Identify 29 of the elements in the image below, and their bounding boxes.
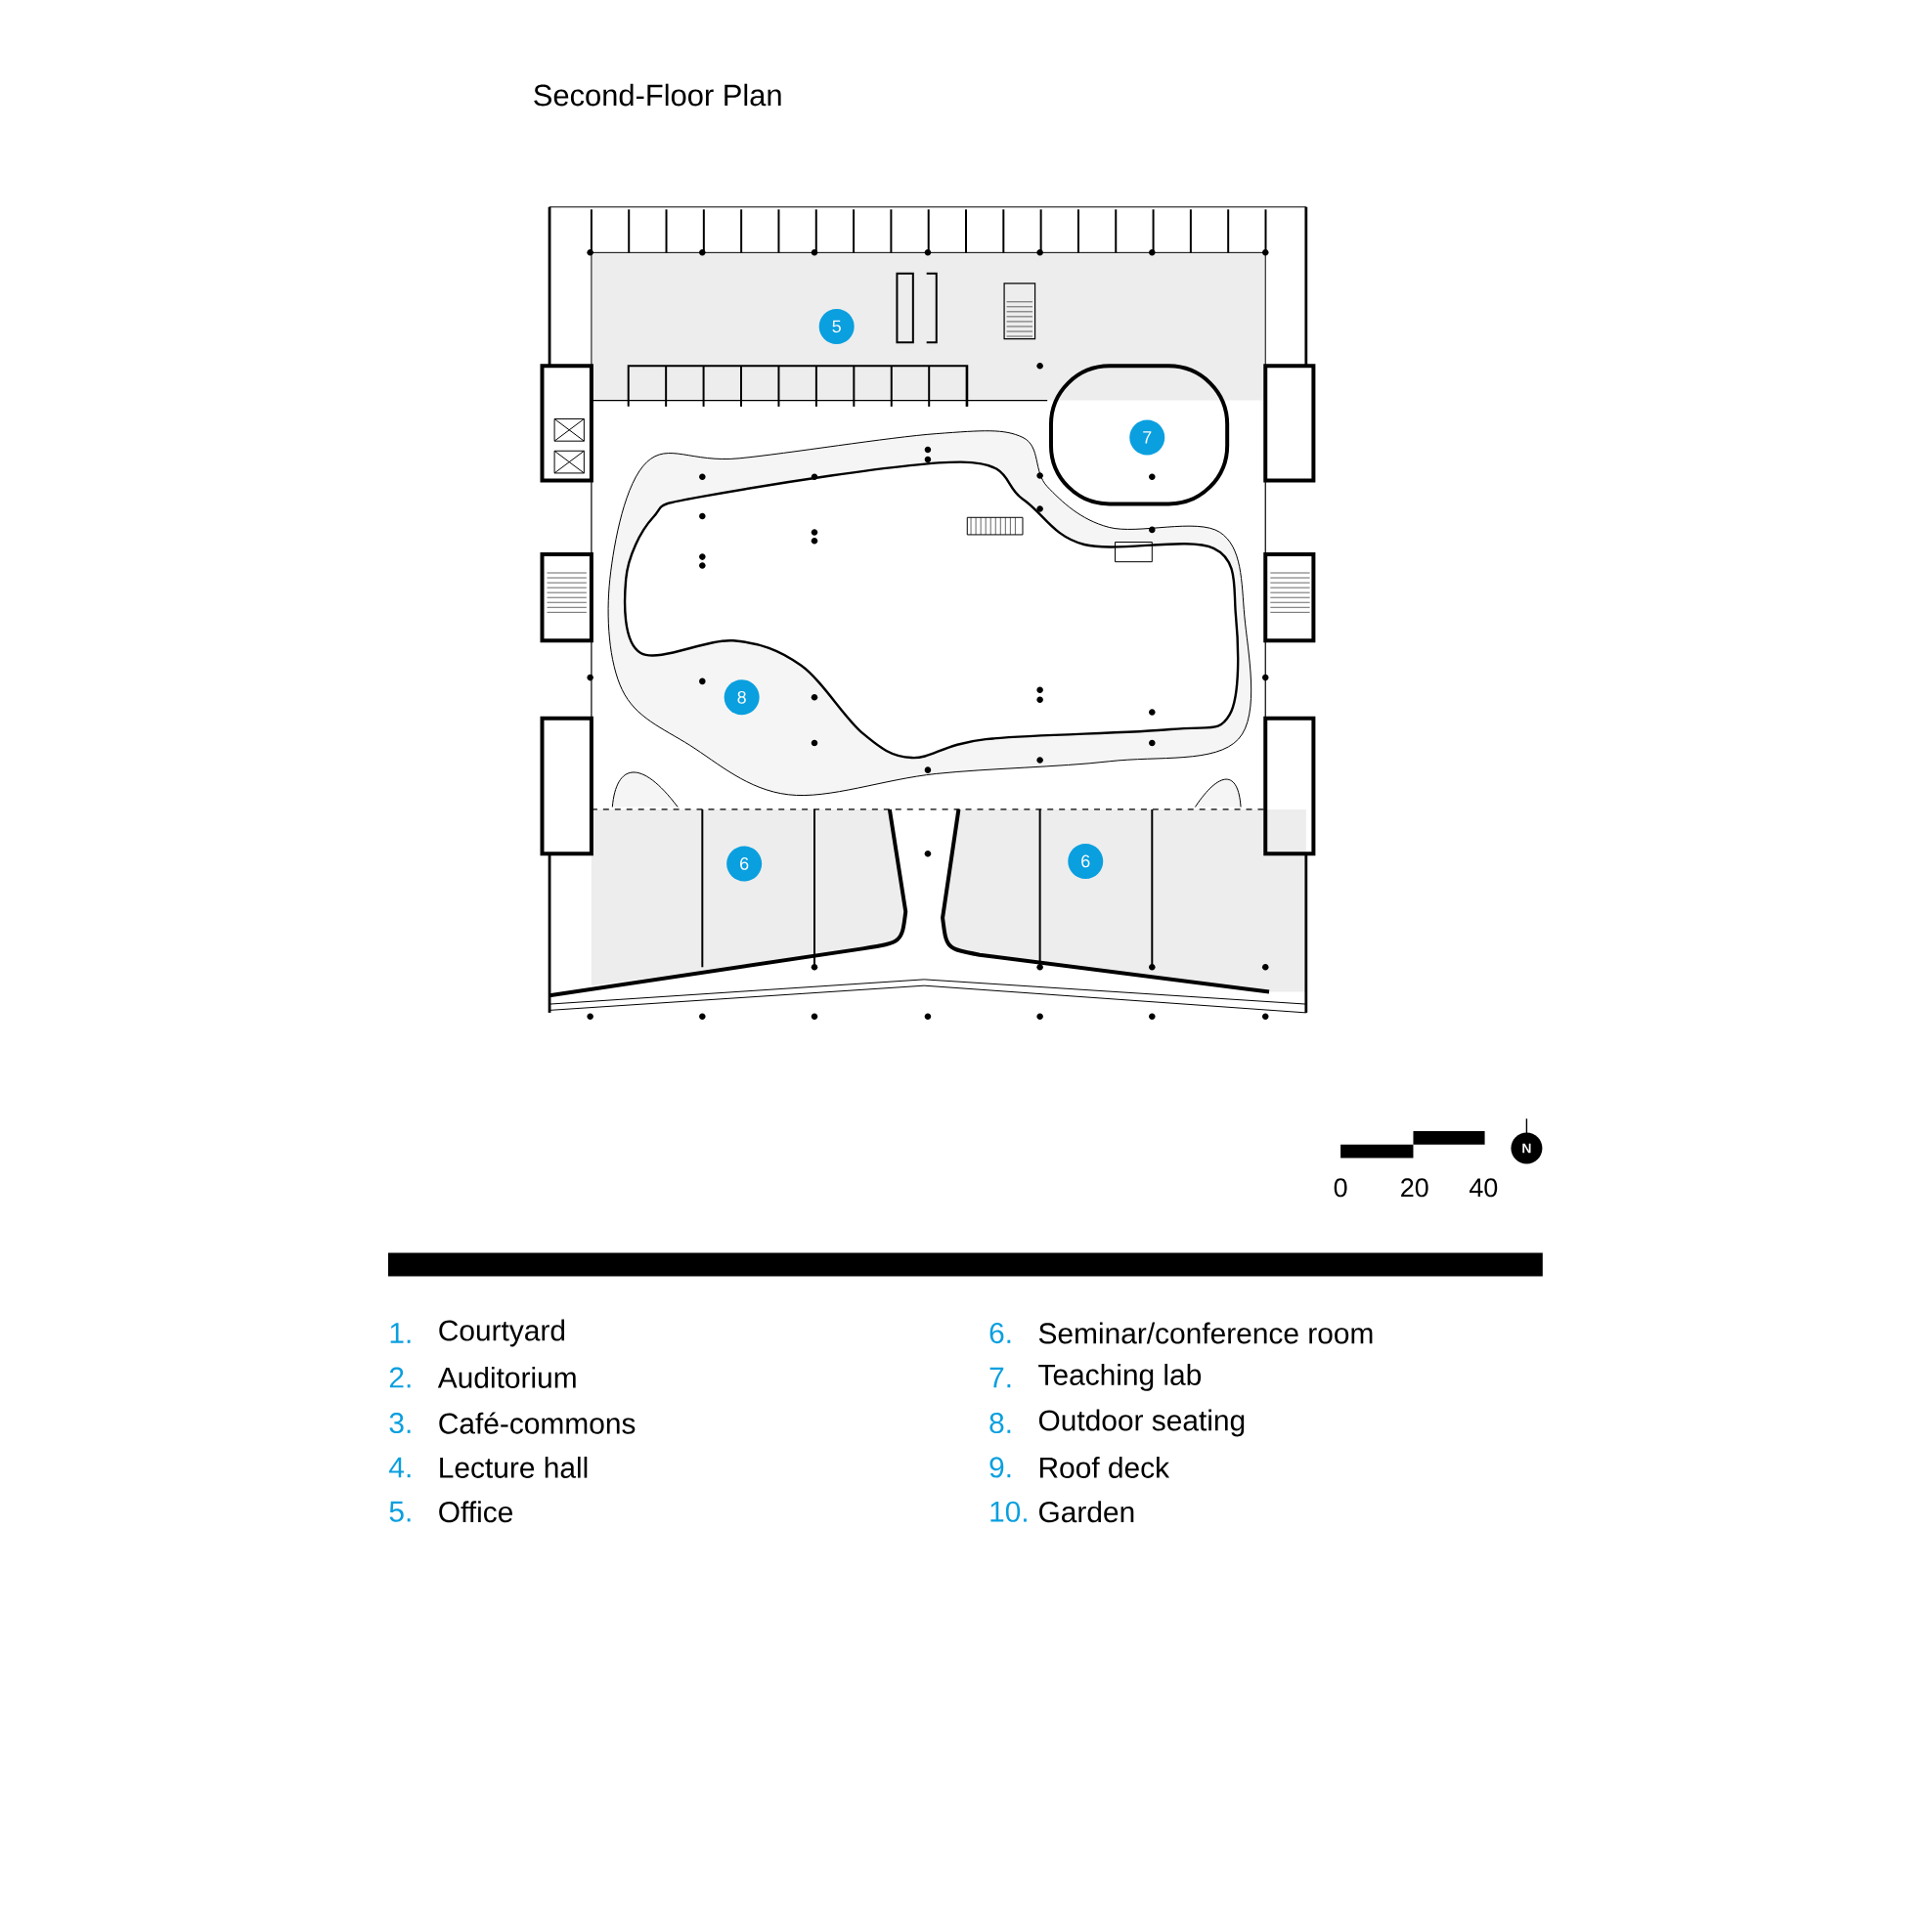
list-number: 5.	[389, 1501, 411, 1522]
list-number: 10.	[990, 1501, 1027, 1522]
list-number: 3.	[389, 1412, 411, 1434]
room-name: Auditorium	[437, 1366, 576, 1388]
list-number: 8.	[989, 1412, 1011, 1434]
list-number: 6.	[989, 1322, 1011, 1344]
room-name: Café-commons	[439, 1412, 636, 1434]
room-name: Courtyard	[439, 1319, 565, 1347]
list-number: 1.	[390, 1323, 411, 1343]
room-name: Office	[439, 1501, 512, 1523]
room-name: Seminar/conference room	[1038, 1322, 1373, 1344]
scale-label: 40	[1469, 1178, 1498, 1198]
scale-label: 0	[1334, 1178, 1347, 1198]
list-number: 4.	[389, 1457, 411, 1478]
callout-number: 5	[818, 308, 855, 344]
callout-number: 7	[1129, 419, 1165, 456]
room-name: Outdoor seating	[1038, 1409, 1245, 1437]
list-number: 7.	[989, 1367, 1011, 1388]
callout-number: 8	[724, 679, 760, 716]
callout-number: 6	[1068, 843, 1104, 879]
room-name: Roof deck	[1039, 1456, 1170, 1478]
scale-label: 20	[1401, 1178, 1428, 1198]
room-name: Teaching lab	[1038, 1363, 1202, 1391]
room-name: Lecture hall	[440, 1456, 588, 1478]
list-number: 9.	[989, 1457, 1011, 1478]
title: Second-Floor Plan	[534, 83, 781, 107]
list-number: 2.	[389, 1367, 411, 1388]
room-name: Garden	[1039, 1501, 1134, 1523]
callout-number: 6	[726, 846, 763, 882]
